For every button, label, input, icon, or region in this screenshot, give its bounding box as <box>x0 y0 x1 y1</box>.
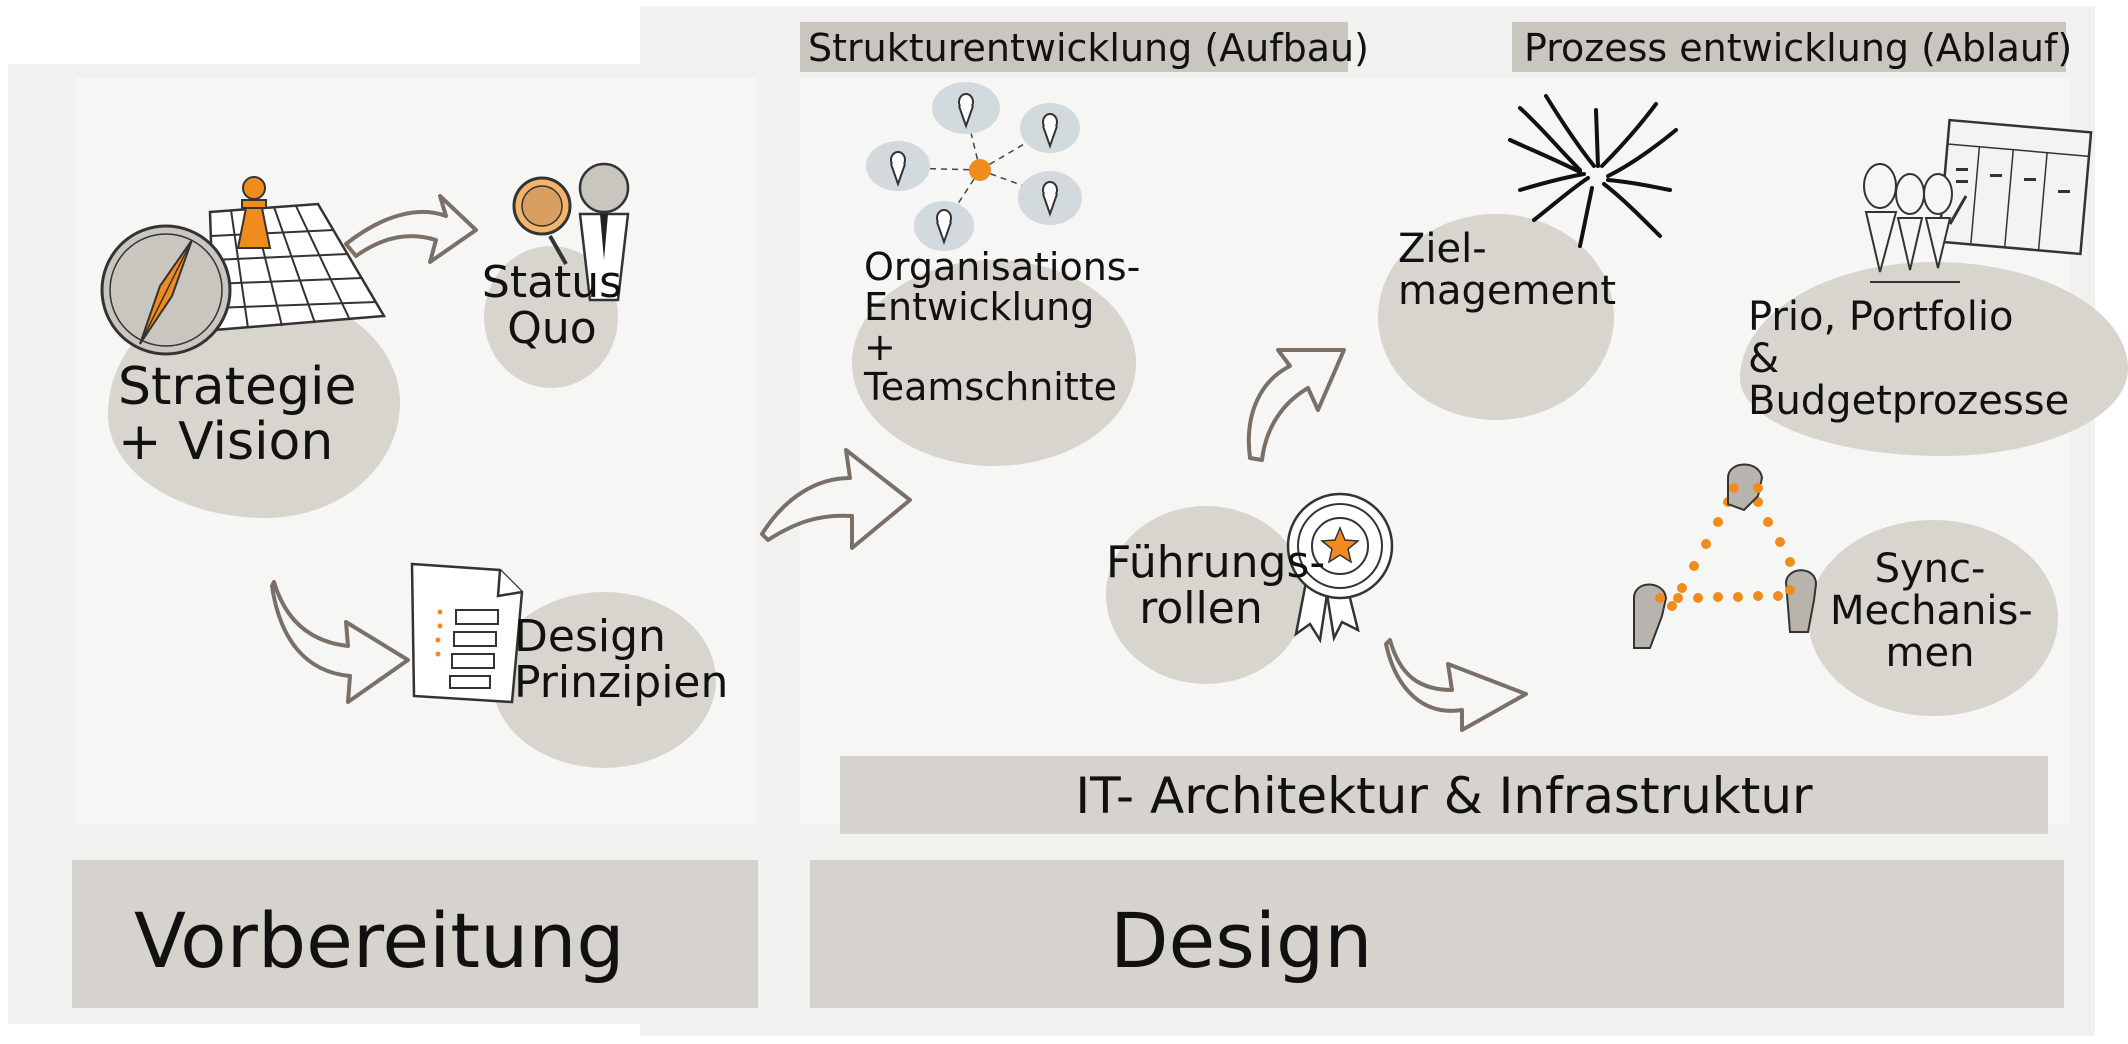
node-status-quo: Status Quo <box>481 257 623 355</box>
infra-bar <box>840 756 2048 834</box>
businessman-icon <box>578 162 630 302</box>
curved-arrow-icon <box>760 448 912 550</box>
award-rosette-icon <box>1286 492 1394 644</box>
curved-arrow-icon <box>270 580 410 704</box>
chess-pawn-icon <box>236 176 272 249</box>
header-struktur: Strukturentwicklung (Aufbau) <box>808 26 1369 70</box>
hands-together-icon <box>1508 94 1678 248</box>
compass-icon <box>100 224 232 356</box>
node-sync-mechanismen: Sync- Mechanis- men <box>1830 546 2033 676</box>
header-band-prozess <box>1512 22 2066 72</box>
magnifier-icon <box>512 176 572 265</box>
curved-arrow-icon <box>1246 348 1346 462</box>
node-design-prinzipien: Design Prinzipien <box>514 611 729 709</box>
heads-triangle-icon <box>1633 463 1818 649</box>
blob-fuehrung <box>1106 506 1306 684</box>
blob-design-prinzipien <box>492 592 716 768</box>
blob-organisation <box>852 260 1136 466</box>
blob-sync <box>1808 520 2058 716</box>
phase-label-vorbereitung: Vorbereitung <box>134 896 625 985</box>
blob-ziel <box>1378 214 1614 420</box>
node-prio-portfolio-budget: Prio, Portfolio & Budgetprozesse <box>1748 294 2070 424</box>
node-fuehrungsrollen: Führungs- rollen <box>1106 537 1326 635</box>
infra-bar-label: IT- Architektur & Infrastruktur <box>1075 767 1813 825</box>
node-strategie-vision: Strategie + Vision <box>118 357 357 472</box>
document-list-icon <box>410 562 524 704</box>
phase-label-design: Design <box>1110 896 1373 985</box>
curved-arrow-icon <box>1384 638 1528 732</box>
curved-arrow-icon <box>344 194 478 264</box>
header-prozess: Prozess entwicklung (Ablauf) <box>1524 26 2073 70</box>
phase-bar-design <box>810 860 2064 1008</box>
node-zielmanagement: Ziel- magement <box>1398 226 1617 314</box>
kanban-board-icon <box>1863 118 2093 283</box>
phase-bar-vorbereitung <box>72 860 758 1008</box>
header-band-struktur <box>800 22 1348 72</box>
network-people-icon <box>866 82 1082 251</box>
node-organisationsentwicklung: Organisations- Entwicklung + Teamschnitt… <box>864 245 1141 409</box>
blob-prio <box>1740 262 2128 456</box>
grid-board-icon <box>208 202 387 332</box>
